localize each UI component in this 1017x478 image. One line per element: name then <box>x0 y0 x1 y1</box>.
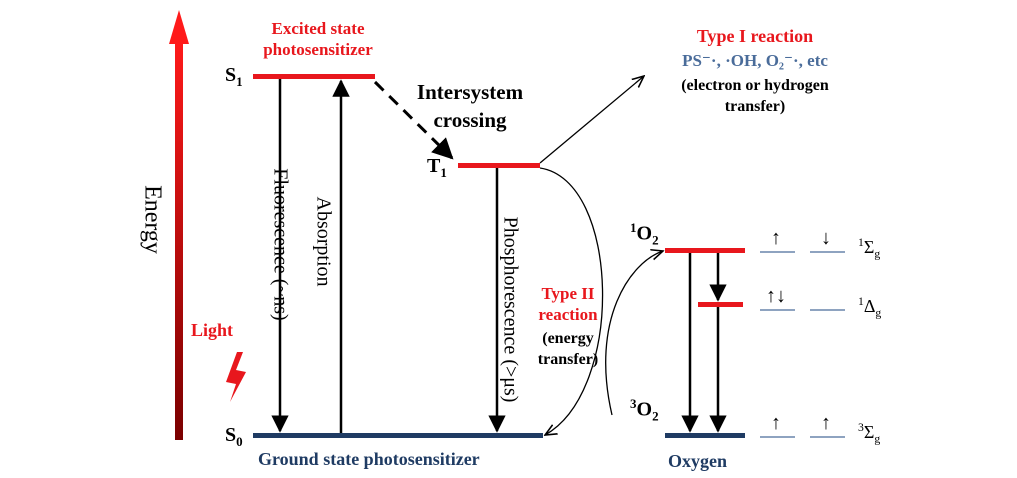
s0-label: S0 <box>225 424 243 449</box>
type-i-products: PS⁻·, ·OH, O₂⁻·, etc <box>682 51 828 70</box>
s0-level <box>253 433 543 438</box>
type-ii-curve-up <box>605 251 663 416</box>
type-i-description: (electron or hydrogen transfer) <box>681 77 829 115</box>
ground-state-label: Ground state photosensitizer <box>258 449 480 469</box>
excited-state-label: Excited state photosensitizer <box>263 19 373 59</box>
t1-label: T1 <box>427 155 447 180</box>
s1-label: S1 <box>225 64 243 89</box>
triplet-oxygen-level <box>665 433 745 438</box>
t1-level <box>458 163 540 168</box>
s1-level <box>253 74 375 79</box>
term-symbol-singlet-sigma: 1Σg <box>858 236 881 261</box>
singlet-oxygen-delta-level <box>698 302 743 307</box>
term-symbol-triplet-sigma: 3Σg <box>858 421 881 446</box>
light-label: Light <box>191 320 234 340</box>
spin-up-arrow: ↑ <box>771 227 781 249</box>
fluorescence-label: Fluorescence (~ns) <box>269 168 292 321</box>
term-symbol-singlet-delta: 1Δg <box>858 295 882 320</box>
energy-axis-arrowhead <box>169 10 189 44</box>
spin-paired-arrows: ↑↓ <box>766 285 786 307</box>
energy-axis-shaft <box>175 40 183 440</box>
spin-up-arrow: ↑ <box>771 412 781 434</box>
energy-axis-label: Energy <box>139 185 166 254</box>
type-ii-curve-down <box>539 167 604 435</box>
oxygen-label: Oxygen <box>668 451 728 471</box>
triplet-oxygen-label: 3O2 <box>630 396 659 424</box>
type-i-arrow <box>539 76 644 164</box>
singlet-oxygen-sigma-level <box>665 248 745 253</box>
type-i-title: Type I reaction <box>696 26 814 46</box>
type-ii-description: (energy transfer) <box>537 330 599 368</box>
lightning-bolt-icon <box>226 352 246 402</box>
absorption-label: Absorption <box>312 196 335 287</box>
intersystem-crossing-arrow <box>373 80 454 160</box>
spin-up-arrow: ↑ <box>821 412 831 434</box>
intersystem-crossing-label: Intersystem crossing <box>416 80 524 132</box>
spin-down-arrow: ↓ <box>821 227 831 249</box>
singlet-oxygen-label: 1O2 <box>630 220 659 248</box>
type-ii-title: Type II reaction <box>538 284 598 324</box>
